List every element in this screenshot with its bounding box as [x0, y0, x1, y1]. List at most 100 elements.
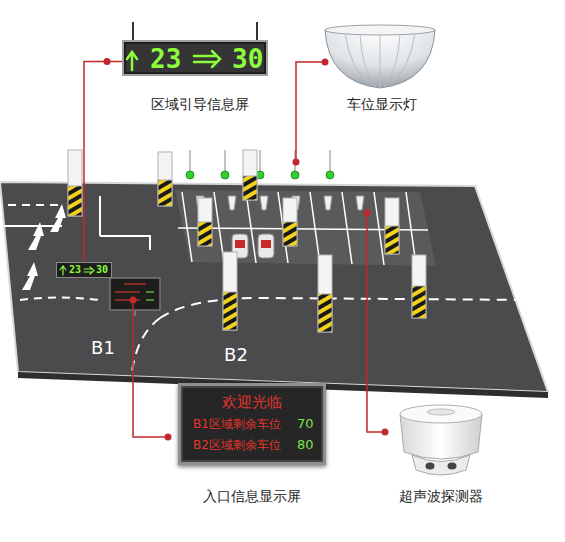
parking-bay — [406, 192, 416, 265]
lamp-dome — [384, 34, 400, 87]
pillar — [385, 198, 399, 254]
mini-entrance-screen — [124, 283, 146, 284]
leader-connector — [84, 62, 122, 262]
lane-marking — [8, 204, 60, 206]
parking-lamp — [190, 150, 330, 172]
lamp-dome — [388, 33, 415, 86]
parking-lamp — [330, 150, 331, 172]
parking-floor — [0, 182, 548, 398]
lamp-dome — [325, 25, 435, 35]
pillar — [283, 198, 297, 246]
screen-hanger — [133, 22, 257, 40]
leader-dot — [382, 429, 389, 436]
floor-zone-label: B1 — [91, 337, 115, 359]
ultrasonic-detector — [448, 463, 457, 470]
bay-detector — [196, 196, 364, 210]
screen-text: 30 — [232, 45, 263, 74]
leader-line — [367, 213, 385, 432]
ultrasonic-detector — [400, 405, 482, 423]
led-arrow — [194, 51, 220, 67]
screen-text: 70 — [297, 417, 314, 431]
lane-marking — [160, 298, 540, 318]
parking-lamp — [186, 150, 334, 179]
lane-marking — [132, 318, 160, 372]
parking-bay — [178, 192, 428, 265]
pillar — [158, 180, 172, 206]
ultrasonic-detector — [412, 455, 470, 475]
pillar — [318, 255, 332, 332]
lane-marking — [100, 236, 150, 250]
leader-line — [133, 62, 385, 437]
pillar — [68, 150, 82, 216]
car — [261, 240, 271, 248]
parking-lamp — [291, 171, 299, 179]
parking-lamp — [225, 150, 226, 172]
screen-text: B1区域剩余车位 — [193, 418, 281, 431]
pillar — [158, 152, 172, 206]
car — [235, 240, 245, 248]
device-caption: 车位显示灯 — [347, 96, 417, 113]
lane-marking — [20, 298, 100, 301]
lamp-dome — [380, 35, 381, 88]
pillar — [68, 186, 82, 216]
screen-text: 80 — [297, 438, 314, 452]
pillar — [223, 252, 237, 330]
pillar — [412, 286, 426, 318]
device-caption: 超声波探测器 — [399, 488, 483, 505]
lamp-dome — [345, 33, 372, 86]
pillar — [223, 292, 237, 330]
car — [232, 234, 274, 258]
mini-entrance-screen — [110, 278, 160, 316]
bay-detector — [228, 196, 236, 210]
parking-floor — [0, 182, 548, 392]
mini-entrance-screen — [146, 299, 154, 300]
leader-dot — [104, 58, 111, 65]
led-arrow — [60, 266, 66, 275]
led-arrow — [127, 52, 137, 70]
leader-dot — [293, 159, 300, 166]
mini-entrance-screen — [110, 278, 160, 310]
mini-entrance-screen — [146, 292, 154, 300]
screen-text: B2区域剩余车位 — [193, 439, 281, 452]
ultrasonic-detector — [400, 405, 482, 475]
led-arrow — [84, 267, 94, 274]
mini-entrance-screen — [134, 310, 136, 316]
bay-detector — [260, 196, 268, 210]
lamp-dome — [325, 25, 435, 88]
leader-dot — [322, 59, 329, 66]
parking-bay — [175, 190, 436, 266]
parking-lamp — [190, 150, 191, 172]
leader-dot — [165, 434, 172, 441]
car — [258, 234, 274, 258]
parking-lamp — [326, 171, 334, 179]
pillar — [198, 198, 212, 246]
bay-detector — [356, 196, 364, 210]
device-caption: 区域引导信息屏 — [151, 96, 249, 113]
parking-lamp — [186, 171, 194, 179]
parking-bay — [182, 192, 192, 262]
pillar — [198, 222, 212, 246]
parking-lamp — [186, 171, 334, 179]
leader-dot — [130, 297, 137, 304]
screen-hanger — [256, 22, 258, 40]
ultrasonic-detector — [426, 463, 435, 470]
mini-entrance-screen — [115, 291, 140, 292]
lane-arrow — [28, 222, 44, 250]
pillar — [68, 150, 426, 332]
parking-bay — [175, 190, 436, 266]
mini-entrance-screen — [146, 291, 154, 292]
leader-dot — [364, 210, 371, 217]
parking-bay — [374, 192, 384, 265]
entrance-screen: 欢迎光临B1区域剩余车位70B2区域剩余车位80 — [178, 383, 326, 465]
leader-line — [133, 300, 168, 437]
bay-detector — [324, 196, 332, 210]
leader-line — [296, 62, 325, 162]
lane-marking — [99, 196, 101, 236]
ultrasonic-detector — [427, 409, 455, 415]
guidance-screen: 2330 — [122, 40, 268, 76]
lamp-dome — [345, 33, 415, 88]
lamp-dome — [325, 26, 435, 88]
screen-hanger — [132, 22, 134, 40]
parking-bay — [342, 192, 352, 264]
